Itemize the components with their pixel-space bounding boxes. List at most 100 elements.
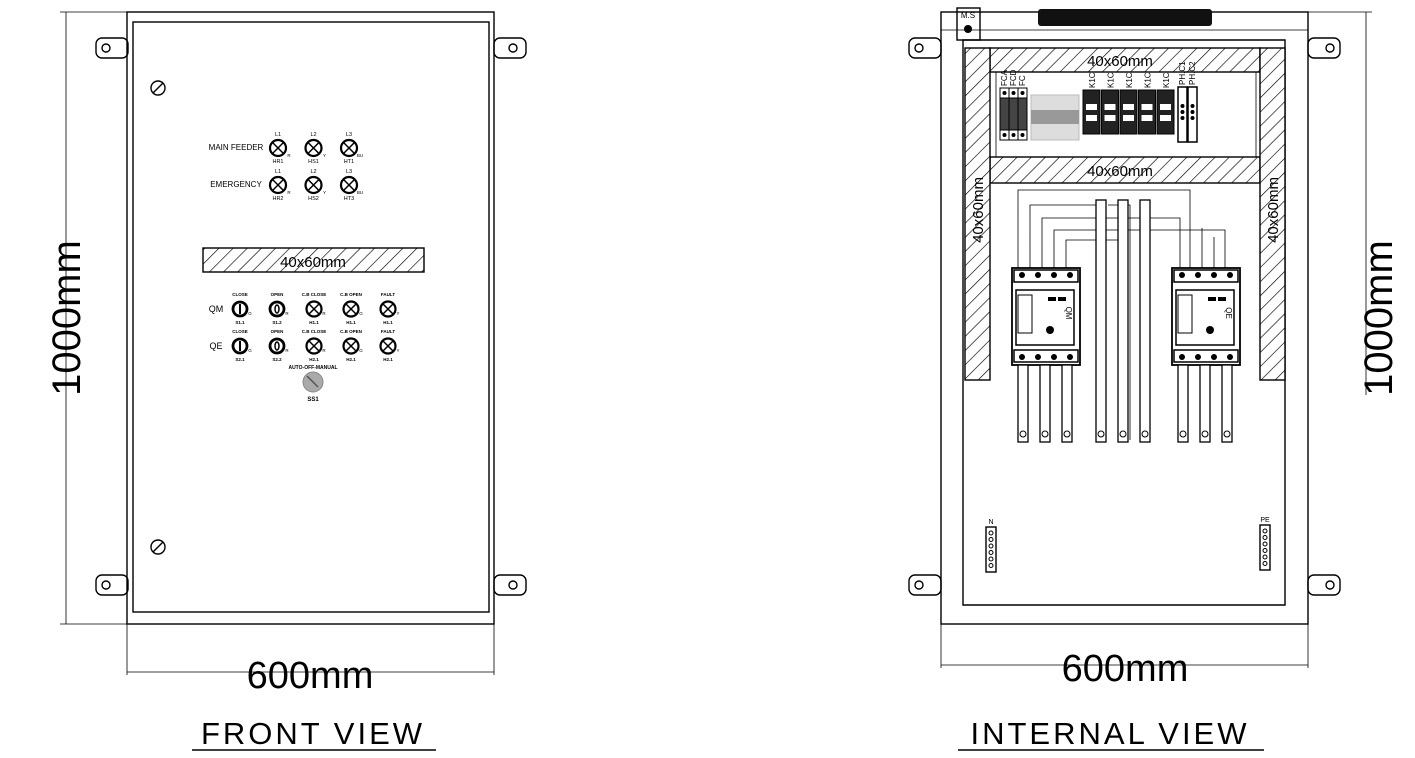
item-color-code: Y	[396, 348, 399, 353]
lamp-tag-label: HR1	[272, 159, 283, 165]
width-dimension: 600mm	[940, 624, 1309, 690]
contactor-relay: K1C	[1156, 72, 1175, 135]
relay-label: K1C	[1125, 72, 1134, 88]
item-color-code: R	[322, 311, 326, 316]
width-dimension: 600mm	[126, 624, 495, 697]
lamp-color-code: BU	[357, 190, 363, 195]
pilot-lamp-group: MAIN FEEDERL1HR1RL2HS1YL3HT1BUEMERGENCYL…	[209, 132, 363, 202]
item-tag-label: S1.2	[272, 320, 282, 325]
relay-label: K1C	[1162, 72, 1171, 88]
breaker-group: QM QE	[1011, 199, 1241, 443]
relay-label: PH.C1	[1178, 61, 1187, 85]
item-tag-label: H1.1	[383, 320, 393, 325]
front-view: MAIN FEEDERL1HR1RL2HS1YL3HT1BUEMERGENCYL…	[45, 11, 527, 751]
item-color-code: Y	[396, 311, 399, 316]
door-lock-icon	[150, 80, 166, 96]
earth-terminal: PE	[1259, 517, 1271, 571]
door-lock-icon	[150, 539, 166, 555]
breaker-label: QM	[1064, 307, 1073, 320]
cable-duct-right: 40x60mm	[1259, 47, 1286, 381]
duct-label: 40x60mm	[280, 254, 346, 271]
row-label: QM	[209, 304, 224, 314]
item-tag-label: H1.1	[309, 320, 319, 325]
lamp-color-code: R	[287, 190, 291, 195]
main-switch[interactable]: M.S	[956, 7, 981, 41]
contactor-relay: K1C	[1119, 72, 1138, 135]
door-handle	[1038, 9, 1212, 26]
phase-control-relay: PH.C2	[1187, 61, 1198, 143]
relay-label: K1C	[1088, 72, 1097, 88]
lamp-phase-label: L2	[310, 132, 316, 138]
selector-bottom-label: SS1	[307, 397, 319, 403]
item-tag-label: H2.1	[309, 357, 319, 362]
breaker-label: QE	[1224, 307, 1233, 319]
duct-label: 40x60mm	[1265, 177, 1282, 243]
fuse-holder: FCA	[999, 69, 1010, 141]
lamp-phase-label: L2	[310, 169, 316, 175]
cable-duct-left: 40x60mm	[964, 47, 991, 381]
item-color-code: R	[285, 348, 289, 353]
cable-duct-middle: 40x60mm	[989, 156, 1261, 184]
selector-switch[interactable]: AUTO-OFF-MANUAL SS1	[288, 365, 337, 403]
item-top-label: OPEN	[271, 292, 284, 297]
item-color-code: G	[248, 311, 252, 316]
lamp-color-code: Y	[323, 153, 326, 158]
circuit-breaker[interactable]: QE	[1171, 267, 1241, 443]
item-top-label: C.B OPEN	[340, 329, 362, 334]
item-top-label: CLOSE	[232, 292, 248, 297]
cable-duct-top: 40x60mm	[989, 47, 1261, 73]
height-dimension: 1000mm	[45, 11, 127, 625]
relay-label: PH.C2	[1188, 61, 1197, 85]
indicator-lamp-icon: FAULT H2.1Y	[379, 329, 400, 362]
item-color-code: G	[359, 311, 363, 316]
lamp-tag-label: HR2	[272, 196, 283, 202]
circuit-breaker[interactable]: QM	[1011, 267, 1081, 443]
internal-view-title: INTERNAL VIEW	[971, 716, 1250, 751]
lamp-color-code: BU	[357, 153, 363, 158]
height-label: 1000mm	[1357, 240, 1401, 396]
width-label: 600mm	[1062, 648, 1189, 690]
item-color-code: G	[248, 348, 252, 353]
duct-label: 40x60mm	[1087, 53, 1153, 70]
indicator-lamp-icon: C.B OPEN H2.1G	[340, 329, 363, 362]
item-top-label: C.B CLOSE	[302, 329, 327, 334]
item-color-code: G	[359, 348, 363, 353]
fuse-holder: FC	[1017, 75, 1028, 141]
phase-control-relay: PH.C1	[1177, 61, 1188, 143]
item-top-label: OPEN	[271, 329, 284, 334]
duct-label: 40x60mm	[970, 177, 987, 243]
item-tag-label: H2.1	[346, 357, 356, 362]
fuse-holder: FCD	[1008, 69, 1019, 141]
relay-label: K1C	[1107, 72, 1116, 88]
item-top-label: FAULT	[381, 329, 395, 334]
neutral-terminal: N	[985, 519, 997, 573]
relay-label: K1C	[1144, 72, 1153, 88]
item-top-label: C.B CLOSE	[302, 292, 327, 297]
item-tag-label: H2.1	[383, 357, 393, 362]
cable-duct-front: 40x60mm	[202, 247, 425, 273]
neutral-busbar	[1117, 199, 1129, 443]
fuse-label: FCA	[1000, 69, 1009, 86]
lamp-tag-label: HT1	[344, 159, 354, 165]
lamp-tag-label: HS2	[308, 196, 319, 202]
contactor-relay: K1C	[1101, 72, 1119, 135]
duct-label: 40x60mm	[1087, 163, 1153, 180]
main-switch-label: M.S	[961, 11, 975, 20]
item-tag-label: S2.1	[235, 357, 245, 362]
width-label: 600mm	[247, 655, 374, 697]
